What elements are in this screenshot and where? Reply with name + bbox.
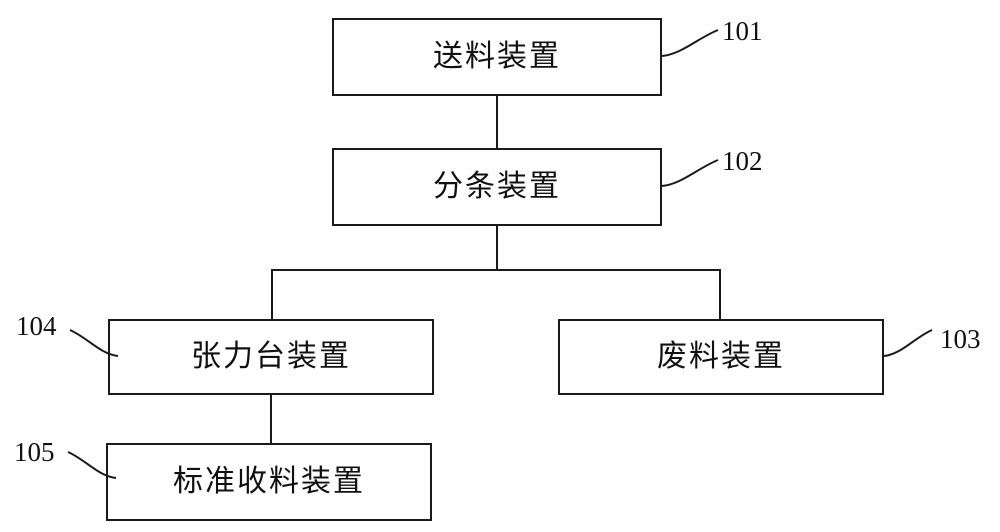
ref-number-102: 102 [722,146,763,176]
node-label: 标准收料装置 [173,465,365,498]
leader-line-101 [661,29,719,57]
leader-line-103 [883,329,933,357]
edge-102-103 [719,269,721,321]
node-standard-collecting-device: 标准收料装置 [106,443,432,521]
leader-line-105 [67,451,117,479]
leader-line-102 [661,159,719,187]
node-tension-table-device: 张力台装置 [108,319,434,395]
edge-102-104 [271,269,273,321]
edge-101-102 [496,96,498,148]
leader-line-104 [69,329,119,357]
edge-102-bus [271,269,721,271]
node-label: 分条装置 [433,170,561,203]
node-slitting-device: 分条装置 [332,148,662,226]
node-label: 张力台装置 [191,340,351,373]
node-label: 送料装置 [433,40,561,73]
ref-number-101: 101 [722,16,763,46]
node-label: 废料装置 [657,340,785,373]
ref-number-104: 104 [16,311,57,341]
ref-number-103: 103 [940,324,981,354]
ref-number-105: 105 [14,437,55,467]
node-waste-device: 废料装置 [558,319,884,395]
edge-104-105 [270,395,272,443]
node-feeding-device: 送料装置 [332,18,662,96]
edge-102-trunk [496,226,498,270]
